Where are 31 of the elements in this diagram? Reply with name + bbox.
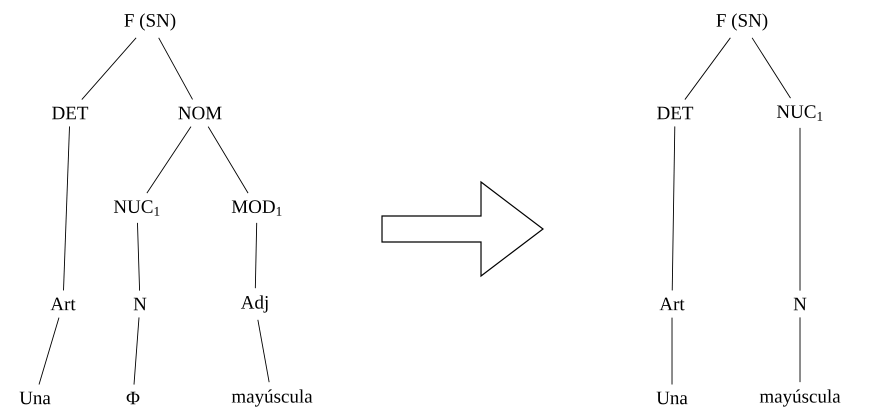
tree-branch [137, 222, 140, 292]
tree-label: NUC$_{1}$ [776, 105, 822, 121]
tree-label: mayúscula [232, 389, 312, 407]
tree-label: mayúscula [760, 389, 840, 407]
tree-label: Una [656, 392, 688, 404]
tree-label: F (SN) [716, 13, 768, 31]
tree-label: Art [50, 298, 76, 310]
tree-label: N [794, 298, 806, 310]
tree-branch [63, 126, 70, 291]
tree-branch [134, 316, 140, 386]
tree-branch [81, 37, 137, 100]
tree-label: Φ [126, 392, 140, 404]
tree-branch [146, 126, 192, 194]
tree-branch [684, 37, 731, 100]
tree-label: Adj [240, 295, 268, 313]
tree-branch [254, 222, 258, 289]
tree-branch [752, 37, 791, 99]
tree-branch [158, 37, 193, 100]
tree-label: Una [20, 392, 51, 404]
tree-label: Art [660, 298, 685, 310]
tree-branch [257, 319, 270, 383]
tree-label: N [134, 298, 146, 310]
tree-label: F (SN) [124, 13, 176, 31]
tree-label: NOM [178, 106, 222, 120]
tree-label: DET [52, 106, 88, 120]
tree-label: NUC$_{1}$ [114, 200, 160, 216]
tree-branch [208, 126, 249, 194]
tree-branch [672, 126, 676, 291]
tree-branch [38, 317, 60, 385]
tree-label: DET [657, 106, 694, 120]
tree-label: MOD$_{1}$ [232, 200, 282, 216]
